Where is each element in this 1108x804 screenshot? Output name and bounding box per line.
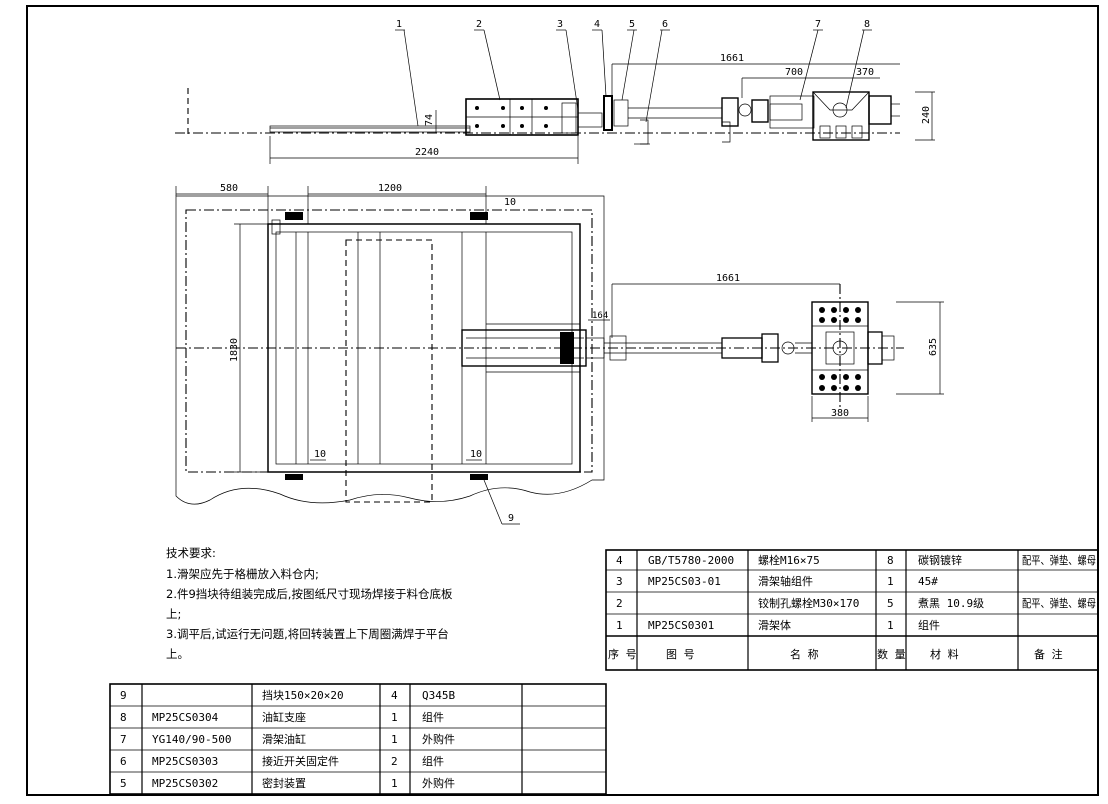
- balloon-1: 1: [396, 19, 402, 30]
- pl-row6-drawing: MP25CS0303: [152, 755, 218, 768]
- note-line-5: 上。: [166, 647, 189, 661]
- balloon-5: 5: [629, 19, 635, 30]
- pl-row8-material: 组件: [422, 710, 444, 724]
- pl-row9-name: 挡块150×20×20: [262, 688, 344, 702]
- note-line-1: 1.滑架应先于格栅放入料仓内;: [166, 567, 319, 581]
- bolt-pattern-top: [819, 307, 861, 323]
- tb-row1-name: 滑架体: [758, 618, 791, 632]
- pl-row5-material: 外购件: [422, 776, 455, 790]
- tb-row4-name: 螺栓M16×75: [758, 553, 820, 567]
- pl-row7-material: 外购件: [422, 732, 455, 746]
- pl-row5-name: 密封装置: [262, 776, 306, 790]
- dim-1661-top: 1661: [720, 53, 744, 64]
- pl-row5-qty: 1: [391, 777, 398, 790]
- pl-row7-name: 滑架油缸: [262, 732, 306, 746]
- tb-row3-qty: 1: [887, 575, 894, 588]
- pl-row7-drawing: YG140/90-500: [152, 733, 231, 746]
- tb-row3-drawing: MP25CS03-01: [648, 575, 721, 588]
- balloon-6: 6: [662, 19, 668, 30]
- tb-row4-drawing: GB/T5780-2000: [648, 554, 734, 567]
- dim-380: 380: [831, 408, 849, 419]
- pl-row5-no: 5: [120, 777, 127, 790]
- pl-row6-name: 接近开关固定件: [262, 754, 339, 768]
- tb-row4-qty: 8: [887, 554, 894, 567]
- tb-row4-material: 碳钢镀锌: [918, 553, 962, 567]
- tb-header-qty: 数 量: [877, 648, 906, 661]
- tb-row4-remark: 配平、弹垫、螺母: [1022, 553, 1096, 567]
- notes-title: 技术要求:: [166, 546, 216, 560]
- pl-row6-no: 6: [120, 755, 127, 768]
- dim-370: 370: [856, 67, 874, 78]
- pl-row7-no: 7: [120, 733, 127, 746]
- pl-row7-qty: 1: [391, 733, 398, 746]
- tb-row1-qty: 1: [887, 619, 894, 632]
- dim-2240: 2240: [415, 147, 439, 158]
- pl-row8-drawing: MP25CS0304: [152, 711, 219, 724]
- tb-row2-remark: 配平、弹垫、螺母: [1022, 596, 1096, 610]
- bolt-pattern-bottom: [819, 374, 861, 391]
- pl-row6-material: 组件: [422, 754, 444, 768]
- elevation-view: 2240 1661 700 370 74 240 1 2 3 4 5 6 7 8: [175, 19, 935, 164]
- balloon-4: 4: [594, 19, 600, 30]
- dim-240: 240: [921, 106, 932, 124]
- pl-row9-no: 9: [120, 689, 127, 702]
- drawing-frame: [26, 5, 1099, 796]
- technical-notes: 技术要求: 1.滑架应先于格栅放入料仓内; 2.件9挡块待组装完成后,按图纸尺寸…: [166, 546, 453, 661]
- tb-row3-material: 45#: [918, 575, 938, 588]
- tb-header-name: 名 称: [790, 647, 819, 661]
- balloon-9: 9: [508, 513, 514, 524]
- tb-header-drawing: 图 号: [666, 648, 695, 661]
- pl-row6-qty: 2: [391, 755, 398, 768]
- pl-row8-name: 油缸支座: [262, 710, 306, 724]
- dim-635: 635: [928, 338, 939, 356]
- dim-164: 164: [592, 311, 608, 321]
- note-line-3: 上;: [166, 607, 181, 621]
- balloon-2: 2: [476, 19, 482, 30]
- tb-row1-material: 组件: [918, 618, 940, 632]
- dim-580: 580: [220, 183, 238, 194]
- balloon-7: 7: [815, 19, 821, 30]
- pl-row8-no: 8: [120, 711, 127, 724]
- pl-row5-drawing: MP25CS0302: [152, 777, 218, 790]
- tb-row3-no: 3: [616, 575, 623, 588]
- title-block: 4 GB/T5780-2000 螺栓M16×75 8 碳钢镀锌 配平、弹垫、螺母…: [605, 549, 1099, 671]
- dim-700: 700: [785, 67, 803, 78]
- note-line-4: 3.调平后,试运行无问题,将回转装置上下周圈满焊于平台: [166, 627, 449, 641]
- tb-header-remark: 备 注: [1034, 647, 1063, 661]
- tb-row2-no: 2: [616, 597, 623, 610]
- tb-row2-qty: 5: [887, 597, 894, 610]
- parts-list: 9 挡块150×20×20 4 Q345B 8 MP25CS0304 油缸支座 …: [109, 683, 607, 795]
- pl-row8-qty: 1: [391, 711, 398, 724]
- dim-10-bottom-left: 10: [314, 449, 326, 460]
- tb-row2-name: 铰制孔螺栓M30×170: [758, 596, 859, 610]
- tb-header-material: 材 料: [930, 647, 959, 661]
- pl-row9-material: Q345B: [422, 689, 455, 702]
- balloon-3: 3: [557, 19, 563, 30]
- dim-1661-plan: 1661: [716, 273, 740, 284]
- plan-view: 580 1200 10 1830 1661 164 635 380 10 10 …: [175, 183, 944, 525]
- tb-row2-material: 煮黑 10.9级: [918, 597, 984, 610]
- balloon-8: 8: [864, 19, 870, 30]
- dim-1200: 1200: [378, 183, 402, 194]
- pl-row9-qty: 4: [391, 689, 398, 702]
- dim-74: 74: [424, 114, 435, 126]
- dim-10-top: 10: [504, 197, 516, 208]
- tb-row3-name: 滑架轴组件: [758, 574, 813, 588]
- note-line-2: 2.件9挡块待组装完成后,按图纸尺寸现场焊接于料仓底板: [166, 587, 453, 601]
- tb-header-no: 序 号: [608, 647, 637, 661]
- tb-row1-no: 1: [616, 619, 623, 632]
- tb-row4-no: 4: [616, 554, 623, 567]
- tb-row1-drawing: MP25CS0301: [648, 619, 714, 632]
- dim-10-bottom-right: 10: [470, 449, 482, 460]
- dim-1830: 1830: [229, 338, 240, 362]
